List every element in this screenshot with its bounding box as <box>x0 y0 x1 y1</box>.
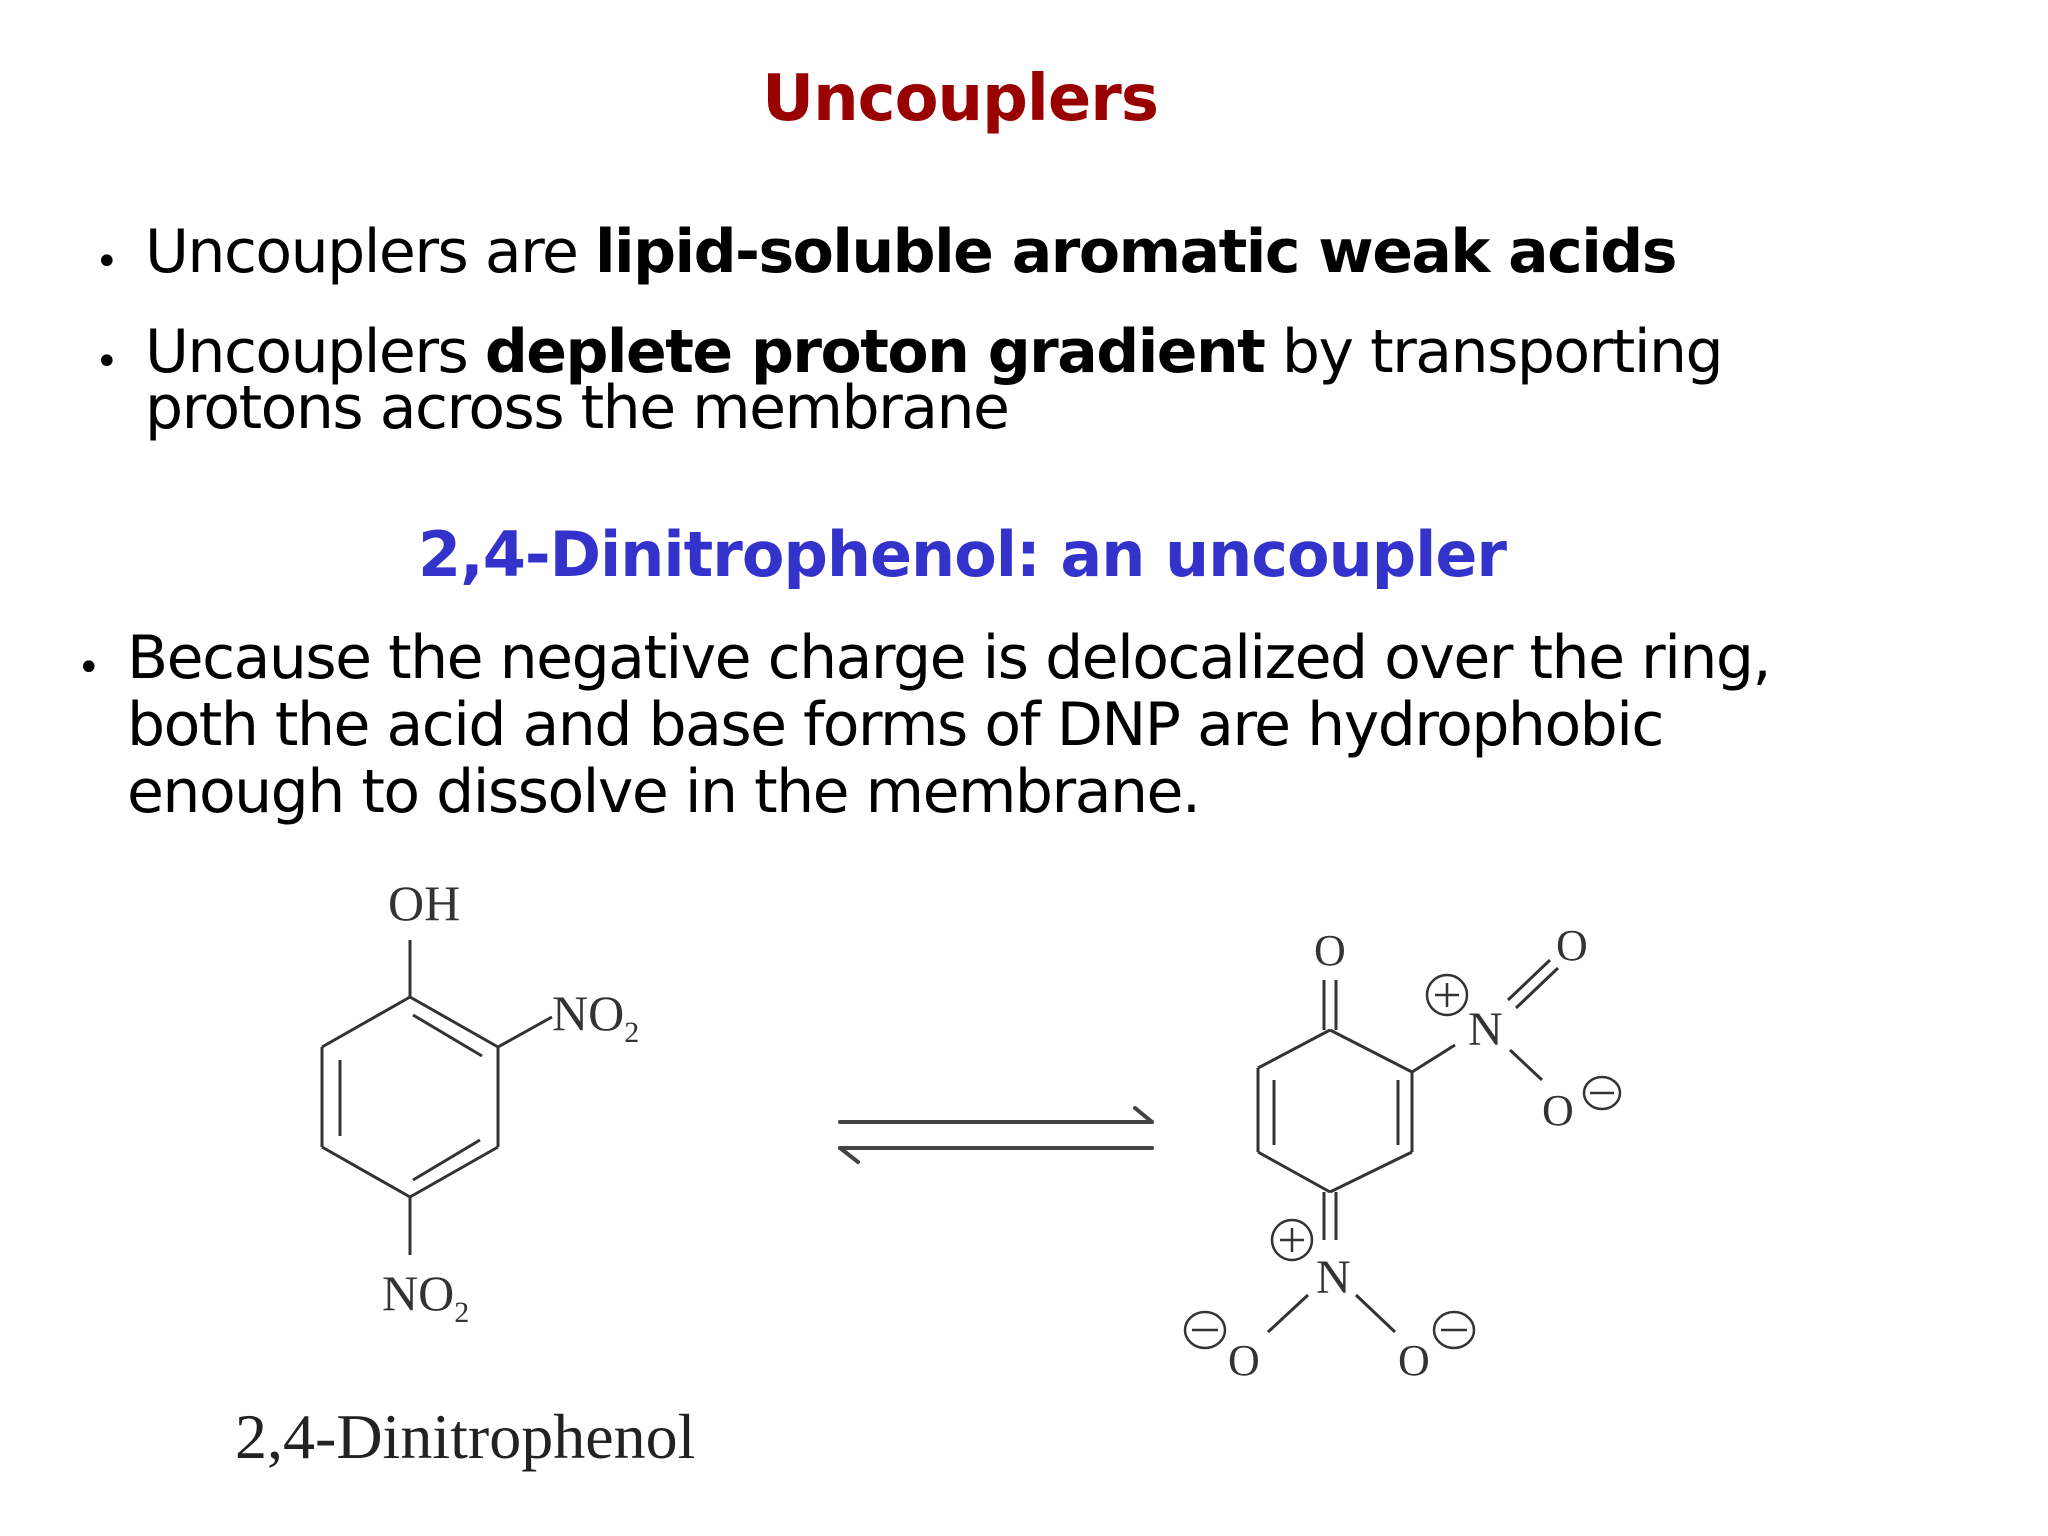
bullet-2: • Uncouplers deplete proton gradient by … <box>95 322 1724 385</box>
svg-text:NO2: NO2 <box>382 1265 469 1329</box>
oh-label: OH <box>388 875 460 931</box>
nitro2-o-right-label: O <box>1398 1336 1430 1385</box>
bullet-3-line-2: both the acid and base forms of DNP are … <box>127 690 1664 760</box>
minus-charge-icon <box>1432 1310 1476 1350</box>
bullet-3: • Because the negative charge is delocal… <box>77 628 1772 691</box>
no2-label-right: NO <box>552 985 624 1041</box>
nitro2-o-left-label: O <box>1228 1336 1260 1385</box>
slide-title: Uncouplers <box>762 62 1159 136</box>
bullet-2-continuation: protons across the membrane <box>145 373 1010 443</box>
equilibrium-arrows-icon <box>838 1106 1154 1164</box>
nitro1-o-double-label: O <box>1556 921 1588 970</box>
nitro2-n-label: N <box>1316 1251 1351 1304</box>
dnp-base-structure: O N O O N O O <box>1183 921 1622 1385</box>
bullet-1: • Uncouplers are lipid-soluble aromatic … <box>95 222 1677 285</box>
dnp-acid-structure: OH NO2 NO2 <box>320 875 639 1329</box>
minus-charge-icon <box>1582 1075 1622 1111</box>
svg-text:NO2: NO2 <box>552 985 639 1049</box>
bullet-1-text-a: Uncouplers are <box>145 217 595 287</box>
nitro1-o-single-label: O <box>1542 1086 1574 1135</box>
no2-label-bottom: NO <box>382 1265 454 1321</box>
bullet-3-line-1: Because the negative charge is delocaliz… <box>127 623 1772 693</box>
carbonyl-o-label: O <box>1314 926 1346 975</box>
section-subtitle: 2,4-Dinitrophenol: an uncoupler <box>418 518 1507 591</box>
bullet-1-text-b: lipid-soluble aromatic weak acids <box>594 217 1678 287</box>
plus-charge-icon <box>1270 1218 1314 1262</box>
bullet-dot: • <box>95 239 119 285</box>
bullet-2-text-b: deplete proton gradient <box>484 317 1266 387</box>
minus-charge-icon <box>1183 1310 1227 1350</box>
bullet-dot: • <box>77 645 101 691</box>
bullet-2-text-a: Uncouplers <box>145 317 485 387</box>
bullet-2-text-c: by transporting <box>1264 317 1724 387</box>
bullet-3-line-3: enough to dissolve in the membrane. <box>127 757 1201 827</box>
bullet-dot: • <box>95 339 119 385</box>
plus-charge-icon <box>1425 973 1469 1017</box>
dnp-caption: 2,4-Dinitrophenol <box>235 1401 696 1472</box>
nitro1-n-label: N <box>1468 1003 1503 1056</box>
